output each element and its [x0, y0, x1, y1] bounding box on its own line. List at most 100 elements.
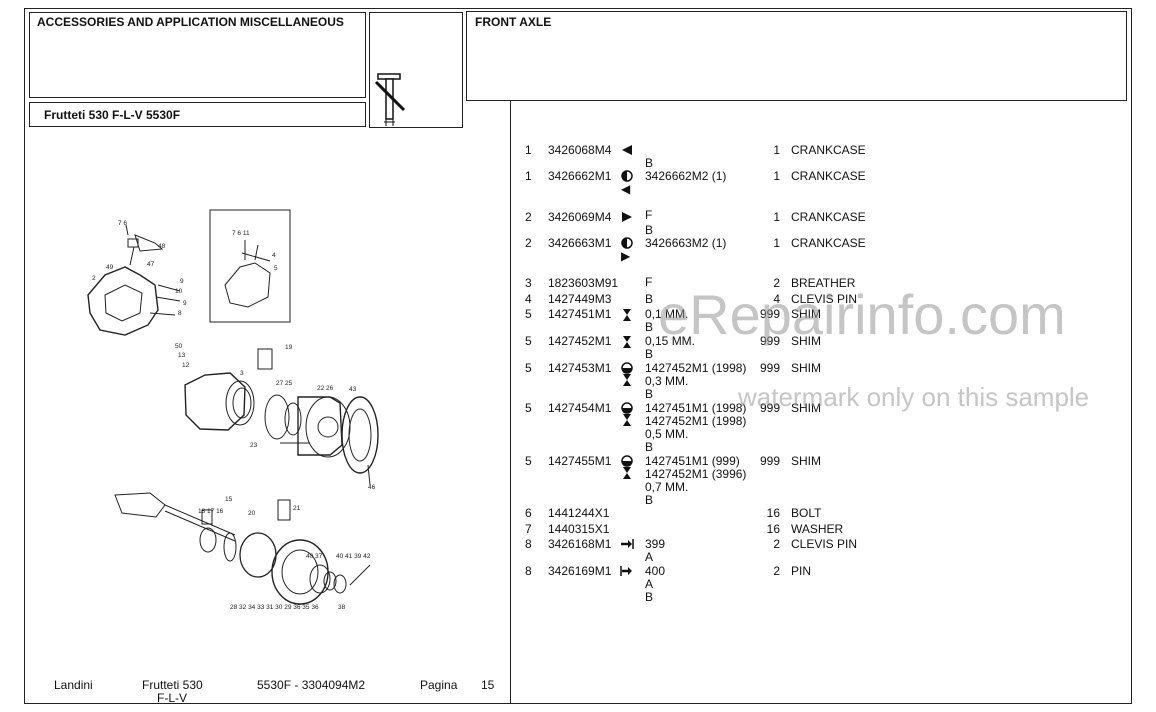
- hourglass-icon: [620, 308, 634, 322]
- part-sub-line: A: [645, 577, 654, 591]
- svg-text:40 37: 40 37: [306, 553, 323, 560]
- circle-hourglass-icon: [620, 455, 634, 479]
- part-sub-line: ◀: [621, 182, 631, 196]
- part-sub-line: 0,3 MM.: [645, 374, 689, 388]
- half-circle-icon: [620, 237, 634, 251]
- svg-text:7 6: 7 6: [118, 220, 127, 227]
- part-description: SHIM: [791, 454, 821, 468]
- circle-hourglass-icon: [620, 402, 634, 426]
- part-number: 1427449M3: [548, 292, 612, 306]
- svg-text:23: 23: [250, 442, 258, 449]
- part-note: 3426663M2 (1): [645, 236, 727, 250]
- svg-text:12: 12: [182, 362, 190, 369]
- part-description: SHIM: [791, 307, 821, 321]
- part-description: CRANKCASE: [791, 236, 866, 250]
- part-item-number: 4: [525, 292, 532, 306]
- part-note: 399: [645, 537, 666, 551]
- column-divider: [510, 101, 511, 704]
- icon-box: [369, 12, 463, 128]
- part-item-number: 2: [525, 210, 532, 224]
- part-note: B: [645, 292, 654, 306]
- svg-text:38: 38: [338, 604, 346, 611]
- svg-text:3: 3: [240, 370, 244, 377]
- part-number: 1441244X1: [548, 506, 610, 520]
- part-item-number: 3: [525, 276, 532, 290]
- svg-text:8: 8: [178, 310, 182, 317]
- watermark-sub: watermark only on this sample: [738, 382, 1090, 412]
- part-number: 3426168M1: [548, 537, 612, 551]
- part-number: 1427452M1: [548, 334, 612, 348]
- part-item-number: 6: [525, 506, 532, 520]
- svg-text:15: 15: [225, 496, 233, 503]
- part-quantity: 999: [759, 361, 780, 375]
- part-quantity: 1: [773, 143, 780, 157]
- parts-row: 4 1427449M3 4 CLEVIS PIN B: [522, 293, 1122, 307]
- part-description: CLEVIS PIN: [791, 292, 858, 306]
- footer-code: 5530F - 3304094M2: [257, 678, 366, 692]
- part-description: SHIM: [791, 401, 821, 415]
- part-sub-line: 1427452M1 (3996): [645, 467, 747, 481]
- svg-text:13: 13: [178, 352, 186, 359]
- svg-text:22 26: 22 26: [317, 385, 334, 392]
- part-item-number: 8: [525, 564, 532, 578]
- part-description: PIN: [791, 564, 812, 578]
- part-item-number: 5: [525, 334, 532, 348]
- svg-text:5: 5: [274, 265, 278, 272]
- svg-text:10: 10: [175, 288, 183, 295]
- part-quantity: 16: [766, 506, 780, 520]
- half-circle-icon: [620, 170, 634, 184]
- part-item-number: 5: [525, 401, 532, 415]
- part-note: 1427452M1 (1998): [645, 361, 747, 375]
- svg-text:19: 19: [285, 344, 293, 351]
- group-title: FRONT AXLE: [475, 15, 552, 29]
- model-box: [29, 102, 366, 127]
- triangle-right-icon: [620, 211, 634, 225]
- svg-text:28 32 34 33 31 30 29 36 35 36: 28 32 34 33 31 30 29 36 35 36: [230, 604, 319, 611]
- part-quantity: 2: [773, 564, 780, 578]
- watermark-main: eRepairinfo.com: [658, 283, 1066, 346]
- part-quantity: 999: [759, 401, 780, 415]
- svg-text:20: 20: [248, 510, 256, 517]
- axle-shaft-icon: [374, 73, 406, 126]
- part-quantity: 4: [773, 292, 780, 306]
- part-quantity: 1: [773, 169, 780, 183]
- circle-hourglass-icon: [620, 362, 634, 386]
- group-title-box: [466, 11, 1127, 101]
- part-description: CRANKCASE: [791, 143, 866, 157]
- part-number: 3426068M4: [548, 143, 612, 157]
- part-number: 1427454M1: [548, 401, 612, 415]
- footer-page-label: Pagina: [420, 678, 458, 692]
- part-description: WASHER: [791, 522, 844, 536]
- part-description: SHIM: [791, 361, 821, 375]
- page-frame: [24, 8, 1132, 704]
- part-note: 0,1 MM.: [645, 307, 689, 321]
- part-quantity: 1: [773, 236, 780, 250]
- section-title: ACCESSORIES AND APPLICATION MISCELLANEOU…: [37, 15, 344, 29]
- part-number: 1427455M1: [548, 454, 612, 468]
- triangle-left-icon: [620, 144, 634, 158]
- model-name: Frutteti 530 F-L-V 5530F: [44, 108, 181, 122]
- part-sub-line: 0,7 MM.: [645, 480, 689, 494]
- part-sub-line: B: [645, 223, 654, 237]
- footer-brand: Landini: [54, 678, 93, 692]
- part-sub-line: 1427452M1 (1998): [645, 414, 747, 428]
- hourglass-icon: [620, 335, 634, 349]
- part-quantity: 999: [759, 307, 780, 321]
- part-note: 3426662M2 (1): [645, 169, 727, 183]
- part-number: 1427451M1: [548, 307, 612, 321]
- part-item-number: 5: [525, 454, 532, 468]
- part-sub-line: B: [645, 590, 654, 604]
- part-sub-line: B: [645, 493, 654, 507]
- part-quantity: 1: [773, 210, 780, 224]
- svg-text:46: 46: [368, 484, 376, 491]
- svg-text:9: 9: [183, 300, 187, 307]
- part-sub-line: B: [645, 156, 654, 170]
